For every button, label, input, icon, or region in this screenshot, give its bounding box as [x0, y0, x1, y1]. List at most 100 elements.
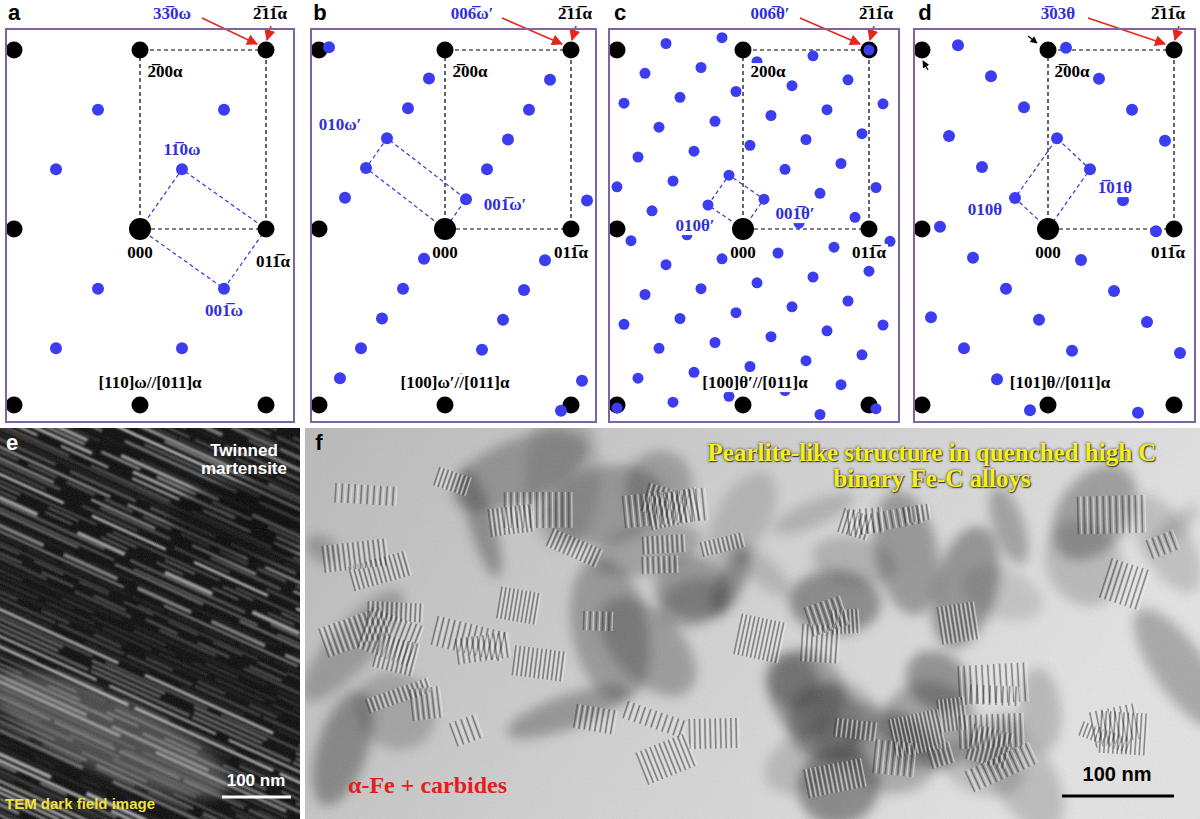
spot-index: 000 — [1033, 244, 1063, 262]
spot-index: 006̅ω′ — [449, 5, 496, 23]
precipitate-spot — [355, 342, 367, 354]
precipitate-spot — [402, 102, 414, 114]
precipitate-spot — [766, 331, 777, 342]
pointer-arrow — [202, 18, 257, 44]
precipitate-spot — [323, 41, 335, 53]
precipitate-spot — [724, 170, 735, 181]
tem-dark-field-image — [0, 428, 300, 819]
spot-index: 000 — [125, 244, 155, 262]
matrix-spot — [914, 221, 931, 238]
precipitate-spot — [801, 134, 812, 145]
precipitate-spot — [612, 181, 623, 192]
precipitate-spot — [717, 32, 728, 43]
matrix-spot — [258, 42, 275, 59]
precipitate-spot — [418, 253, 430, 265]
precipitate-spot — [502, 134, 514, 146]
precipitate-spot — [1033, 314, 1045, 326]
precipitate-spot — [675, 313, 686, 324]
precipitate-spot — [1108, 285, 1120, 297]
precipitate-spot — [626, 235, 637, 246]
matrix-spot — [609, 42, 626, 59]
tem-bright-field-image — [305, 428, 1200, 819]
pointer-arrow — [800, 18, 860, 44]
precipitate-spot — [539, 254, 551, 266]
precipitate-spot — [460, 193, 472, 205]
scale-label: 100 nm — [227, 772, 286, 790]
precipitate-spot — [843, 296, 854, 307]
spot-index: 3̅03θ — [1039, 5, 1077, 23]
pattern — [6, 18, 275, 414]
alpha-cell-outline — [445, 50, 571, 229]
zone-axis: [101]θ//[011]α — [1008, 374, 1113, 392]
precipitate-spot — [822, 104, 833, 115]
zone-axis: [100]θ′//[011]α — [700, 374, 809, 392]
matrix-spot — [563, 42, 580, 59]
precipitate-spot — [476, 344, 488, 356]
precipitate-spot — [544, 74, 556, 86]
precipitate-spot — [668, 176, 679, 187]
precipitate-spot — [871, 182, 882, 193]
precipitate-spot — [1141, 316, 1153, 328]
precipitate-spot — [640, 68, 651, 79]
matrix-spot — [609, 221, 626, 238]
precipitate-spot — [836, 379, 847, 390]
precipitate-spot — [943, 130, 955, 142]
image-annotation: α-Fe + carbides — [348, 773, 507, 798]
precipitate-spot — [1060, 42, 1072, 54]
precipitate-spot — [696, 62, 707, 73]
image-grain — [305, 428, 1200, 819]
precipitate-spot — [689, 367, 700, 378]
precipitate-spot — [1150, 225, 1162, 237]
precipitate-spot — [801, 355, 812, 366]
precipitate-spot — [581, 195, 593, 207]
precipitate-spot — [773, 248, 784, 259]
precipitate-spot — [745, 140, 756, 151]
spot-index: 1̅01θ — [1096, 179, 1134, 197]
matrix-spot — [563, 221, 580, 238]
precipitate-spot — [176, 342, 188, 354]
matrix-spot — [735, 42, 752, 59]
matrix-spot — [735, 397, 752, 414]
precipitate-cell-outline — [1015, 138, 1090, 229]
precipitate-spot — [1132, 407, 1144, 419]
precipitate-spot — [661, 259, 672, 270]
spot-index: 33̅0ω — [151, 5, 193, 23]
precipitate-spot — [696, 283, 707, 294]
precipitate-spot — [710, 116, 721, 127]
matrix-spot — [1166, 397, 1183, 414]
precipitate-spot — [176, 163, 188, 175]
precipitate-spot — [481, 163, 493, 175]
panel-letter: b — [313, 1, 326, 24]
precipitate-spot — [334, 372, 346, 384]
precipitate-spot — [50, 163, 62, 175]
spot-index: 010θ′ — [673, 217, 716, 235]
matrix-spot — [1040, 397, 1057, 414]
precipitate-spot — [1000, 283, 1012, 295]
precipitate-spot — [717, 253, 728, 264]
diffraction-panel: d3̅03θ2̅11̅α2̅00α010θ1̅01θ000011̅α[101]θ… — [913, 28, 1196, 423]
matrix-spot — [437, 397, 454, 414]
precipitate-spot — [640, 289, 651, 300]
precipitate-spot — [647, 205, 658, 216]
precipitate-spot — [857, 128, 868, 139]
zone-axis: [100]ω′//[011]α — [399, 374, 512, 392]
precipitate-spot — [1018, 101, 1030, 113]
precipitate-spot — [576, 375, 588, 387]
panel-letter: e — [6, 431, 18, 454]
precipitate-spot — [654, 343, 665, 354]
precipitate-spot — [958, 342, 970, 354]
image-annotation: Twinned martensite — [192, 442, 296, 478]
alpha-cell-outline — [743, 50, 869, 229]
precipitate-spot — [703, 200, 714, 211]
matrix-spot — [258, 221, 275, 238]
matrix-spot — [609, 397, 626, 414]
precipitate-spot — [934, 221, 946, 233]
spot-index: 011̅α — [1149, 244, 1187, 262]
precipitate-spot — [985, 70, 997, 82]
diffraction-panel: c006̅θ′2̅11̅α200α010θ′001̅θ′000011̅α[100… — [608, 28, 900, 423]
matrix-spot — [732, 218, 754, 240]
image-annotation: Pearlite-like structure in quenched high… — [697, 440, 1167, 493]
precipitate-spot — [1024, 404, 1036, 416]
precipitate-spot — [822, 325, 833, 336]
